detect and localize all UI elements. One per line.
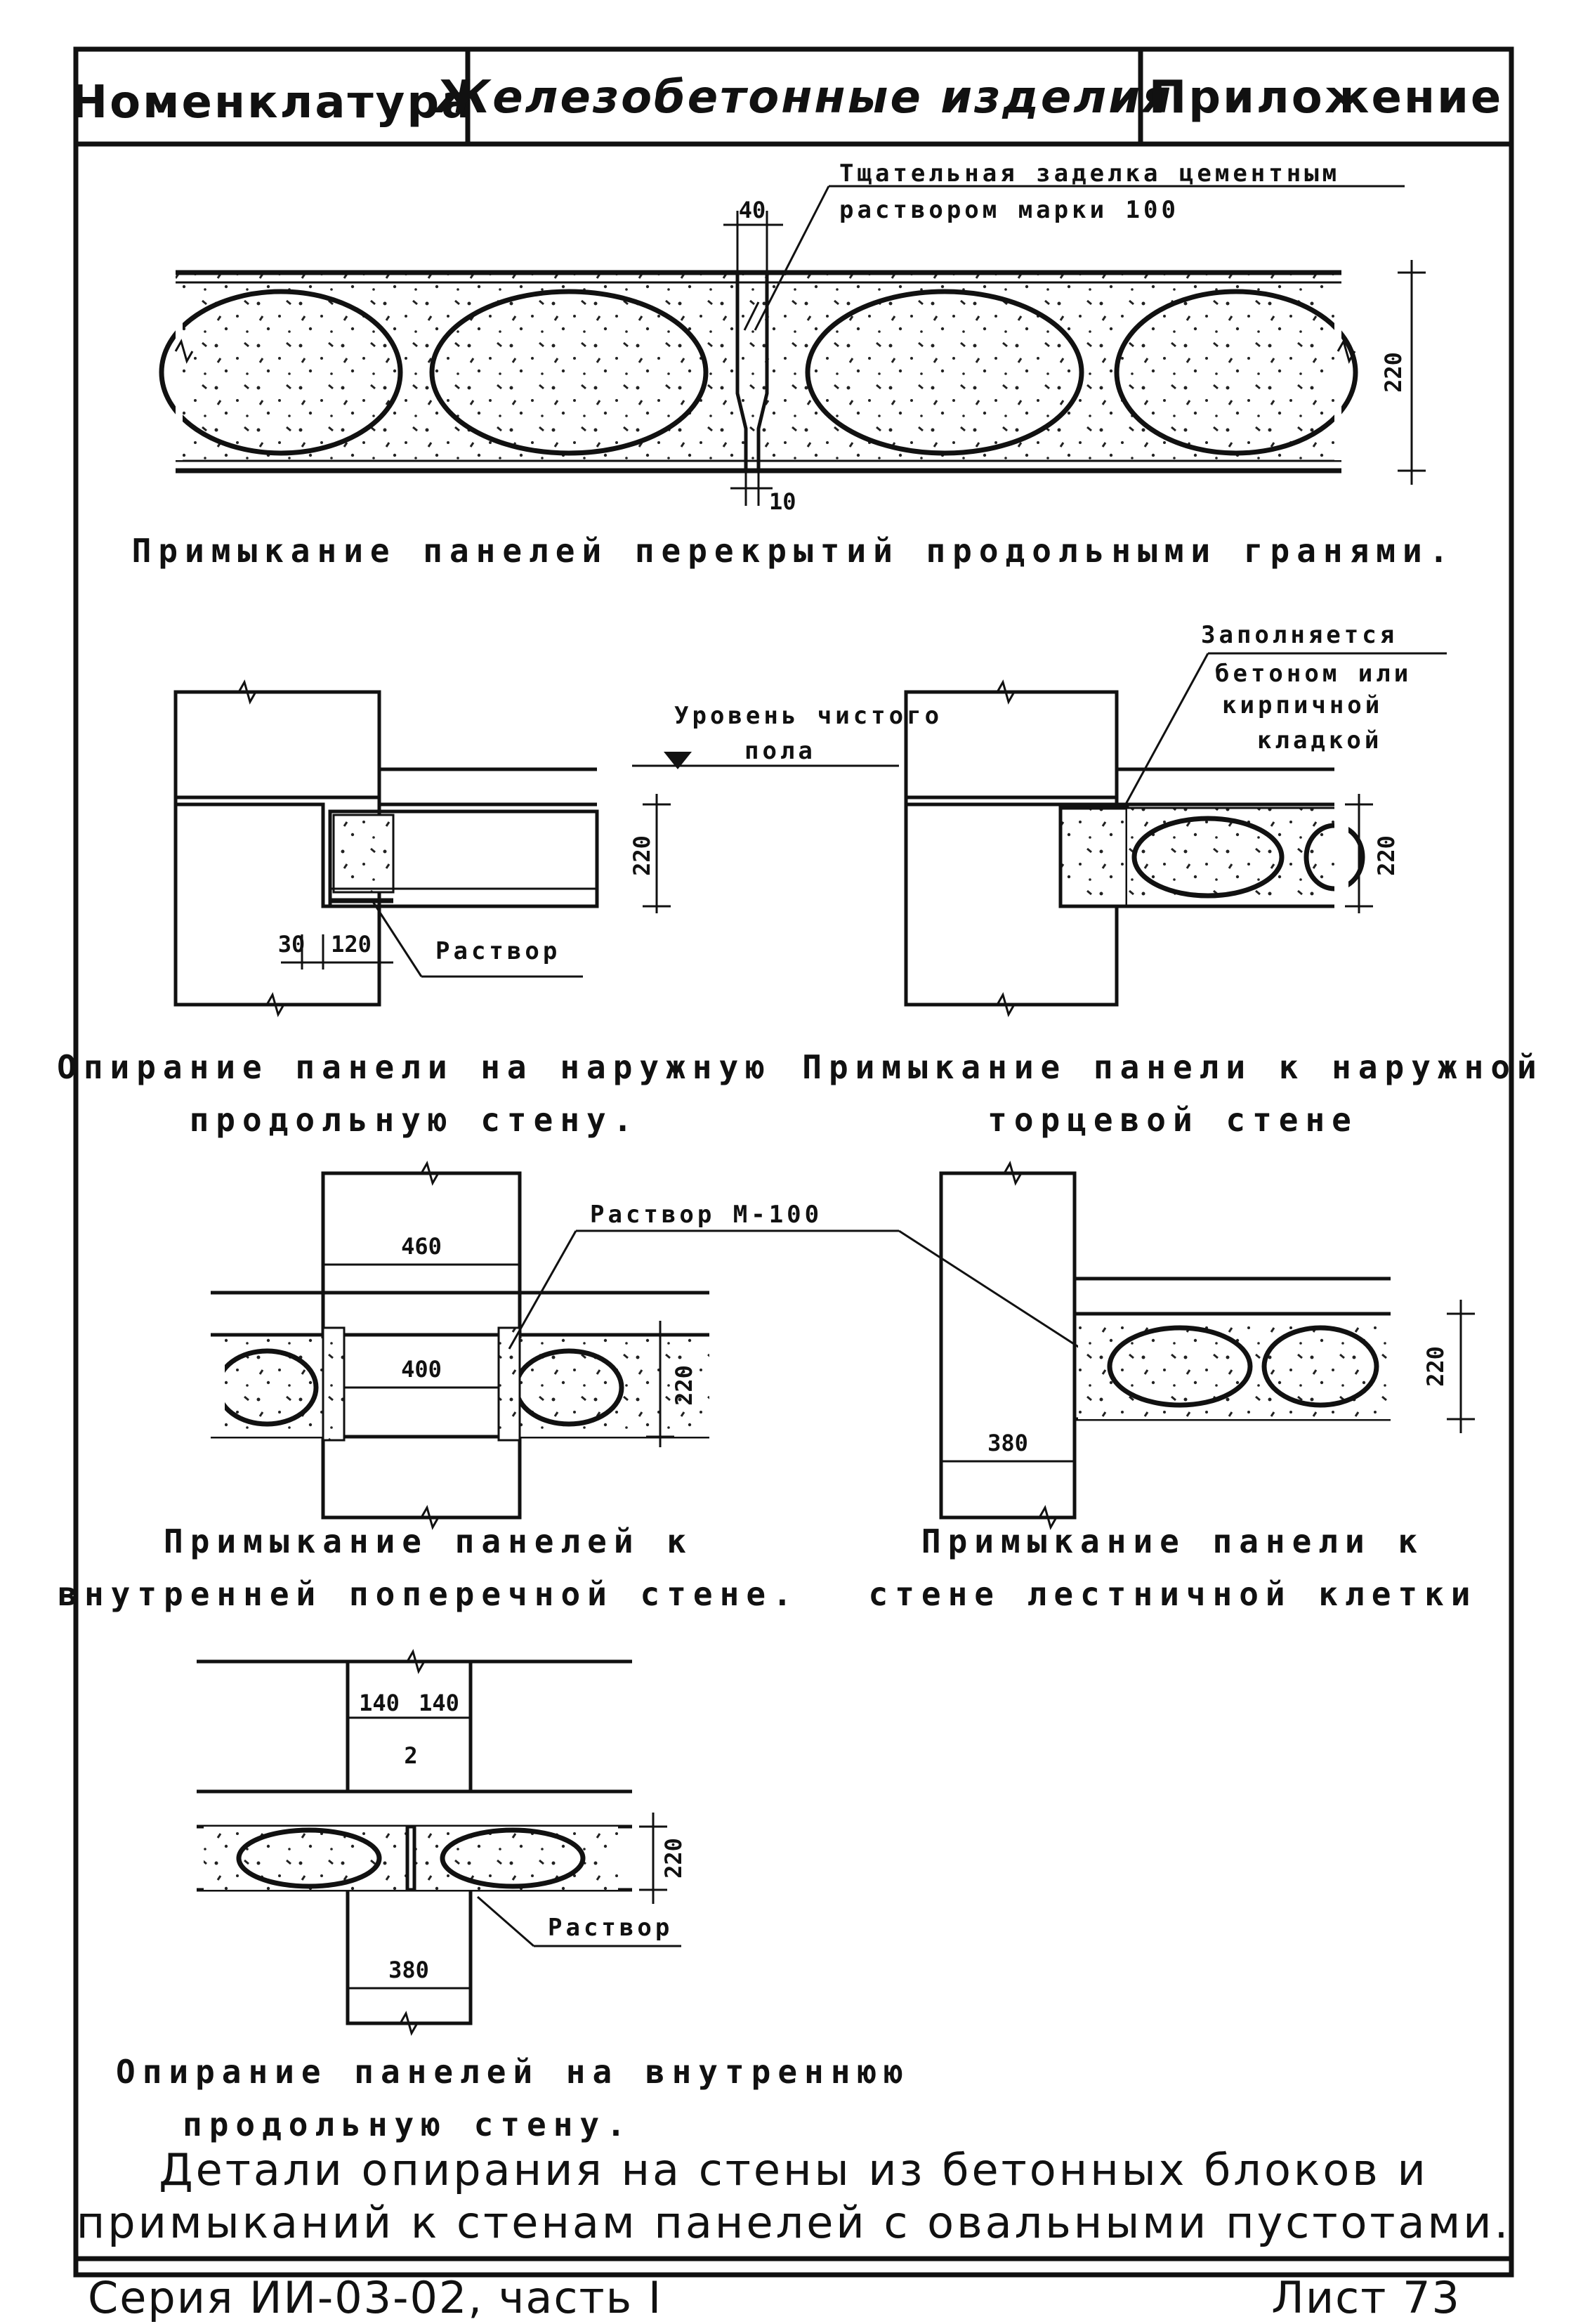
dim-height-6: 220 xyxy=(660,1838,687,1879)
dim-height-5: 220 xyxy=(1422,1346,1449,1387)
dim-height-4: 220 xyxy=(671,1365,697,1406)
detail-inner-longitudinal-wall: 140 140 2 220 380 Раствор Опирание панел… xyxy=(116,1649,910,2143)
dim-140-right: 140 xyxy=(419,1690,459,1716)
dim-height-2: 220 xyxy=(629,835,655,876)
mortar-label-2: Раствор xyxy=(435,937,560,965)
detail-staircase-wall: 220 380 Примыкание панели к стене лестни… xyxy=(869,1161,1478,1613)
dim-460: 460 xyxy=(401,1233,442,1260)
caption-stair-wall-1: Примыкание панели к xyxy=(921,1522,1424,1560)
floor-level-text-2: пола xyxy=(744,737,816,765)
fill-note-2: бетоном или xyxy=(1215,660,1412,688)
dim-120: 120 xyxy=(331,931,372,958)
dim-2: 2 xyxy=(404,1742,417,1769)
sheet-title-line-2: примыканий к стенам панелей с овальными … xyxy=(77,2197,1511,2248)
caption-inner-long-wall-2: продольную стену. xyxy=(183,2106,633,2143)
header-appendix: Приложение xyxy=(1149,72,1504,124)
detail-inner-transverse-wall: 460 400 220 Раствор М-100 Примыкание пан… xyxy=(58,1161,1082,1613)
floor-level-mark: Уровень чистого пола xyxy=(632,702,943,769)
detail-outer-longitudinal-wall: 220 30 120 Раствор Опирание панели на на… xyxy=(57,679,772,1139)
caption-stair-wall-2: стене лестничной клетки xyxy=(869,1575,1478,1613)
detail-longitudinal-joint: 40 10 220 Тщательная заделка цементным р… xyxy=(132,159,1456,570)
dim-30: 30 xyxy=(278,931,306,958)
dim-gap-top: 40 xyxy=(739,197,766,223)
header-product-type: Железобетонные изделия xyxy=(433,72,1173,124)
header: Номенклатура Железобетонные изделия Прил… xyxy=(70,49,1511,147)
series-label: Серия ИИ-03-02, часть I xyxy=(88,2272,662,2323)
sheet-border xyxy=(73,46,1514,2278)
dim-140-left: 140 xyxy=(359,1690,400,1716)
sheet-number: Лист 73 xyxy=(1271,2272,1461,2323)
caption-longitudinal-joint: Примыкание панелей перекрытий продольным… xyxy=(132,532,1456,570)
dim-380-stair: 380 xyxy=(987,1430,1028,1456)
joint-grout-note-2: раствором марки 100 xyxy=(839,196,1179,224)
caption-outer-wall-1: Опирание панели на наружную xyxy=(57,1048,772,1086)
footer: Серия ИИ-03-02, часть I Лист 73 xyxy=(76,2256,1511,2323)
dim-height-1: 220 xyxy=(1380,352,1407,393)
fill-note-3: кирпичной xyxy=(1222,691,1383,719)
detail-outer-end-wall: 220 Заполняется бетоном или кирпичной кл… xyxy=(802,621,1543,1139)
header-nomenclature: Номенклатура xyxy=(70,77,474,129)
fill-note-1: Заполняется xyxy=(1201,621,1398,649)
caption-end-wall-2: торцевой стене xyxy=(987,1101,1358,1139)
caption-transverse-wall-2: внутренней поперечной стене. xyxy=(58,1575,799,1613)
mortar-label-6: Раствор xyxy=(548,1914,673,1942)
fill-note-4: кладкой xyxy=(1257,726,1382,755)
caption-end-wall-1: Примыкание панели к наружной xyxy=(802,1048,1543,1086)
sheet-title-line-1: Детали опирания на стены из бетонных бло… xyxy=(159,2144,1429,2195)
dim-380-inner: 380 xyxy=(388,1957,429,1983)
floor-level-text-1: Уровень чистого xyxy=(674,702,943,730)
dim-400: 400 xyxy=(401,1356,442,1383)
dim-height-3: 220 xyxy=(1373,835,1400,876)
dim-gap-bottom: 10 xyxy=(769,488,796,515)
mortar-m100-label: Раствор М-100 xyxy=(590,1201,822,1229)
caption-transverse-wall-1: Примыкание панелей к xyxy=(164,1522,693,1560)
caption-outer-wall-2: продольную стену. xyxy=(190,1101,640,1139)
caption-inner-long-wall-1: Опирание панелей на внутреннюю xyxy=(116,2053,910,2091)
joint-grout-note-1: Тщательная заделка цементным xyxy=(839,159,1340,188)
